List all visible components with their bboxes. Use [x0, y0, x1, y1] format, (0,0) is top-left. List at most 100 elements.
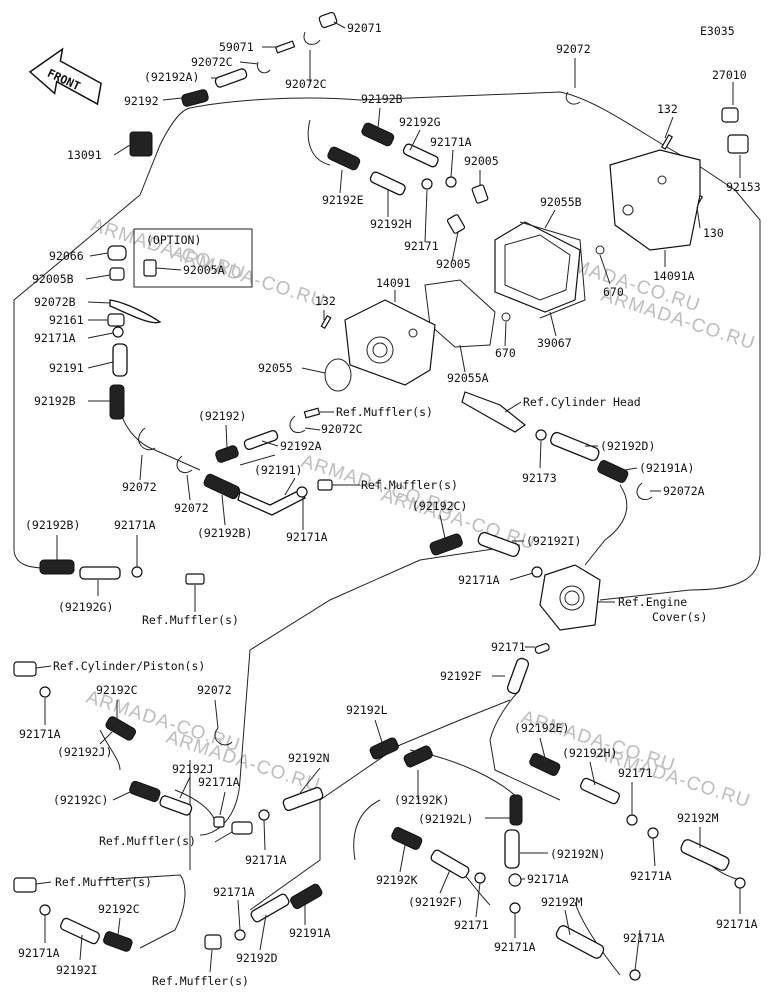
label-92192: 92192	[124, 94, 159, 108]
label-92192B: (92192B)	[197, 526, 252, 540]
cover-14091-icon	[344, 299, 436, 386]
pin-icon	[274, 40, 296, 54]
spring-icon	[509, 794, 523, 826]
fitting-92153-icon	[727, 134, 749, 154]
label-92072: 92072	[556, 42, 591, 56]
tee-fitting-icon	[204, 934, 222, 950]
label-92192N: 92192N	[288, 751, 330, 765]
label-92005: 92005	[436, 257, 471, 271]
label-92192G: (92192G)	[58, 600, 113, 614]
label-92072A: 92072A	[663, 484, 705, 498]
label-ref-engine: Ref.Engine	[618, 595, 687, 609]
label-92192G: 92192G	[399, 115, 441, 129]
label-92192F: 92192F	[440, 669, 482, 683]
label-92191A: 92191A	[289, 926, 331, 940]
label-92072B: 92072B	[34, 295, 76, 309]
hose-icon	[60, 917, 100, 945]
clip-icon	[256, 61, 271, 74]
label-92171A: 92171A	[114, 518, 156, 532]
hose-parts	[60, 68, 730, 959]
o-ring-92055-icon	[324, 358, 352, 392]
hose-icon	[214, 68, 248, 88]
clamp-icon	[258, 809, 270, 821]
spring-icon	[327, 146, 361, 171]
label-92153: 92153	[726, 180, 761, 194]
tee-fitting-icon	[231, 821, 253, 835]
hose-icon	[555, 925, 605, 959]
label-92191: (92191)	[254, 463, 302, 477]
label-cover: Cover(s)	[652, 610, 707, 624]
label-92066: 92066	[49, 249, 84, 263]
label-92192C: 92192C	[96, 683, 138, 697]
label-92171A: 92171A	[716, 917, 758, 931]
cover-14091A-icon	[609, 149, 701, 251]
label-92055: 92055	[258, 361, 293, 375]
label-92192E: 92192E	[322, 193, 364, 207]
label-92192N: (92192N)	[550, 847, 605, 861]
clamp-icon	[474, 872, 486, 884]
hose-icon	[430, 849, 470, 879]
label-92072C: 92072C	[321, 422, 363, 436]
spring-icon	[39, 559, 75, 575]
label-59071: 59071	[219, 40, 254, 54]
label-14091: 14091	[376, 276, 411, 290]
label-92171A: 92171A	[34, 331, 76, 345]
label-92071: 92071	[347, 21, 382, 35]
spring-icon	[290, 883, 323, 910]
clamp-icon	[508, 873, 522, 887]
label-92192L: (92192L)	[418, 812, 473, 826]
hose-icon	[550, 431, 600, 461]
hose-icon	[243, 429, 279, 451]
label-14091A: 14091A	[653, 269, 695, 283]
label-92192H: 92192H	[370, 217, 412, 231]
label-92173: 92173	[522, 471, 557, 485]
label-92072: 92072	[122, 480, 157, 494]
label-92192J: (92192J)	[57, 745, 112, 759]
spring-icon	[429, 533, 463, 556]
label-39067: 39067	[537, 336, 572, 350]
label-ref-muffler: Ref.Muffler(s)	[142, 613, 239, 627]
clamp-icon	[531, 566, 543, 578]
label-92192M: 92192M	[677, 811, 719, 825]
label-670: 670	[495, 346, 516, 360]
hose-icon	[402, 143, 439, 168]
label-92171A: 92171A	[623, 931, 665, 945]
clamp-icon	[39, 686, 51, 698]
label-92192H: (92192H)	[562, 746, 617, 760]
spring-icon	[103, 931, 133, 952]
hose-icon	[504, 829, 520, 869]
label-92171: 92171	[404, 239, 439, 253]
label-ref-muffler: Ref.Muffler(s)	[152, 974, 249, 988]
clip-icon	[565, 91, 581, 105]
spring-icon	[403, 745, 433, 768]
hose-icon	[680, 839, 730, 871]
option-box	[133, 228, 253, 288]
bolt-icon	[320, 314, 332, 330]
clip-icon	[138, 427, 156, 451]
hose-icon	[282, 786, 324, 812]
label-ref-muffler: Ref.Muffler(s)	[336, 405, 433, 419]
clamp-icon	[734, 877, 746, 889]
fitting-icon	[303, 407, 321, 419]
label-92192C: (92192C)	[53, 793, 108, 807]
label-92192D: 92192D	[236, 951, 278, 965]
fitting-92005-icon	[471, 184, 489, 204]
label-92072C: 92072C	[191, 55, 233, 69]
hose-routing-lines	[13, 91, 761, 976]
spring-icon	[105, 716, 137, 741]
clip-icon	[176, 455, 193, 474]
label-92192A: (92192A)	[144, 70, 199, 84]
label-92005A: 92005A	[183, 263, 225, 277]
assemblies	[324, 149, 701, 631]
label-92192I: (92192I)	[526, 534, 581, 548]
fitting-92005-icon	[446, 214, 466, 234]
clamp-icon	[535, 429, 547, 441]
label-92171: 92171	[454, 918, 489, 932]
nipple-fitting-icon	[318, 11, 338, 29]
label-92072: 92072	[197, 683, 232, 697]
spring-icon	[391, 827, 423, 850]
front-arrow-icon: FRONT	[28, 47, 102, 106]
label-92192J: 92192J	[172, 762, 214, 776]
fitting-icon	[213, 816, 225, 828]
